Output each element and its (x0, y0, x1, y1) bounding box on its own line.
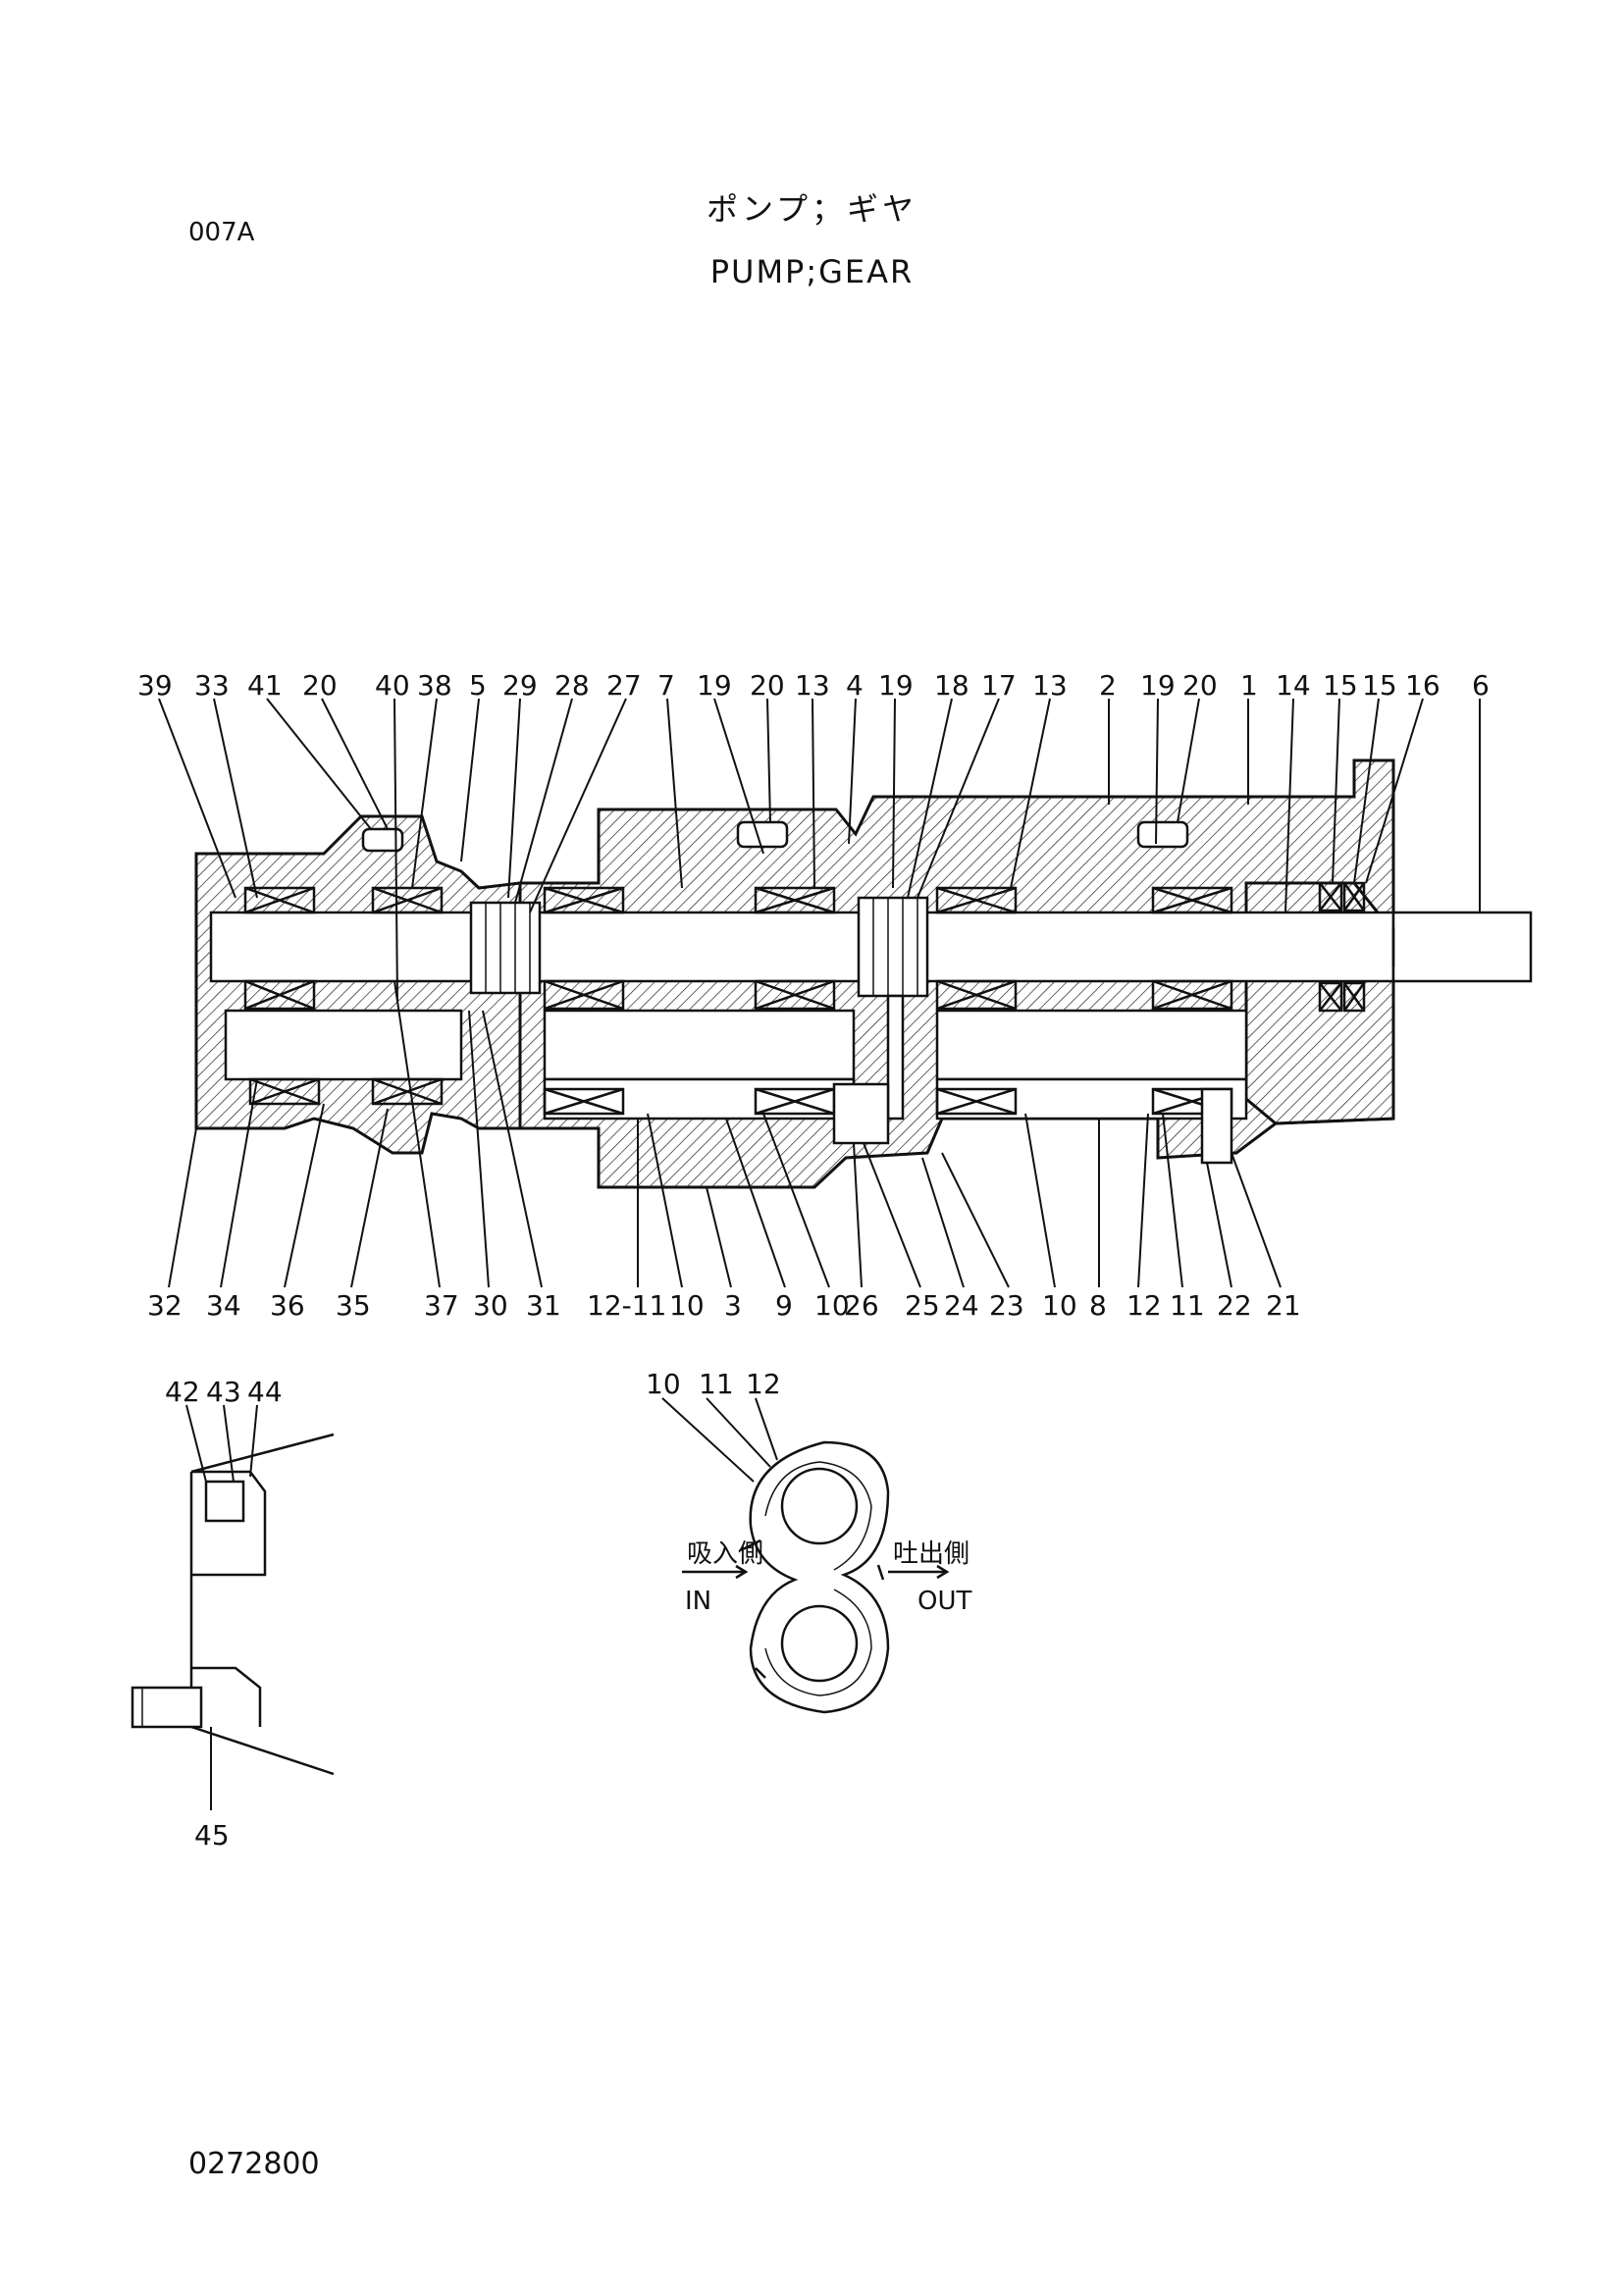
callout: 38 (417, 669, 452, 702)
callout: 13 (1032, 669, 1068, 702)
callout: 21 (1266, 1289, 1301, 1322)
callout: 34 (206, 1289, 241, 1322)
callout: 40 (375, 669, 410, 702)
callout: 2 (1099, 669, 1117, 702)
callout: 30 (473, 1289, 508, 1322)
document-code: 0272800 (188, 2147, 320, 2181)
gear-bore-top (780, 1467, 859, 1545)
outlet-label-japanese: 吐出側 (893, 1539, 969, 1569)
inlet-label: IN (685, 1587, 711, 1616)
callout: 24 (944, 1289, 979, 1322)
bolt-head (131, 1686, 203, 1729)
callout: 37 (424, 1289, 459, 1322)
center-tie (886, 994, 905, 1121)
callout: 12 (746, 1368, 781, 1400)
callout: 12 (1126, 1289, 1162, 1322)
drive-shaft (1391, 911, 1533, 983)
callout: 16 (1405, 669, 1441, 702)
callout: 32 (147, 1289, 183, 1322)
callout: 31 (526, 1289, 561, 1322)
inlet-label-japanese: 吸入側 (687, 1539, 763, 1569)
callout: 18 (934, 669, 969, 702)
callout: 3 (724, 1289, 742, 1322)
callout: 28 (554, 669, 590, 702)
leader-lines (158, 698, 1481, 1288)
callout: 1 (1240, 669, 1258, 702)
callout: 10 (669, 1289, 705, 1322)
coupling-left (469, 901, 542, 995)
callout: 9 (775, 1289, 793, 1322)
callout: 26 (844, 1289, 879, 1322)
callout: 8 (1089, 1289, 1107, 1322)
callout: 20 (1182, 669, 1218, 702)
page-code: 007A (188, 218, 255, 247)
page-title: PUMP;GEAR (709, 253, 915, 290)
callout: 44 (247, 1376, 283, 1408)
dowel-pin (361, 827, 404, 853)
bolt-detail: 42 43 44 45 (131, 1376, 335, 1851)
callout: 10 (1042, 1289, 1077, 1322)
callout: 4 (846, 669, 864, 702)
dowel-pin (1136, 820, 1189, 849)
lower-bearings (243, 979, 1233, 1116)
callout: 11 (699, 1368, 734, 1400)
upper-shaft-bore (209, 911, 1395, 983)
page-title-japanese: ポンプ；ギヤ (706, 190, 918, 228)
callout: 45 (194, 1819, 230, 1851)
top-callouts: 39 33 41 20 40 38 5 29 28 27 7 19 20 13 … (137, 669, 1490, 702)
callout: 35 (336, 1289, 371, 1322)
callout: 33 (194, 669, 230, 702)
lower-shaft-bore (224, 1009, 463, 1081)
callout: 19 (878, 669, 914, 702)
callout: 36 (270, 1289, 305, 1322)
lower-bore-pump2 (935, 1009, 1248, 1081)
callout: 25 (905, 1289, 940, 1322)
callout: 22 (1217, 1289, 1252, 1322)
callout: 14 (1276, 669, 1311, 702)
bottom-callouts: 32 34 36 35 37 30 31 12-11 10 3 9 10 26 … (147, 1289, 1301, 1322)
end-bolt (1200, 1087, 1233, 1165)
dowel-pin (736, 820, 789, 849)
callout: 20 (750, 669, 785, 702)
upper-bearings (243, 886, 1233, 914)
callout: 12-11 (587, 1289, 666, 1322)
callout: 17 (981, 669, 1017, 702)
bolt-head (204, 1480, 245, 1523)
gear-section-detail: 10 11 12 吸入側 IN 吐出側 OUT (646, 1368, 971, 1714)
callout: 15 (1323, 669, 1358, 702)
callout: 13 (795, 669, 830, 702)
coupling-center (857, 896, 929, 998)
gear-bore-bottom (780, 1604, 859, 1683)
callout: 29 (502, 669, 538, 702)
callout: 23 (989, 1289, 1024, 1322)
callout: 7 (657, 669, 675, 702)
lower-bore-pump1 (543, 1009, 856, 1081)
callout: 10 (814, 1289, 850, 1322)
callout: 19 (1140, 669, 1176, 702)
outlet-label: OUT (917, 1587, 971, 1616)
pump-cross-section (194, 758, 1533, 1189)
callout: 5 (469, 669, 487, 702)
plug (832, 1082, 890, 1145)
callout: 41 (247, 669, 283, 702)
callout: 19 (697, 669, 732, 702)
callout: 20 (302, 669, 338, 702)
callout: 11 (1170, 1289, 1205, 1322)
callout: 42 (165, 1376, 200, 1408)
callout: 10 (646, 1368, 681, 1400)
callout: 39 (137, 669, 173, 702)
callout: 15 (1362, 669, 1397, 702)
callout: 43 (206, 1376, 241, 1408)
callout: 27 (606, 669, 642, 702)
callout: 6 (1472, 669, 1490, 702)
